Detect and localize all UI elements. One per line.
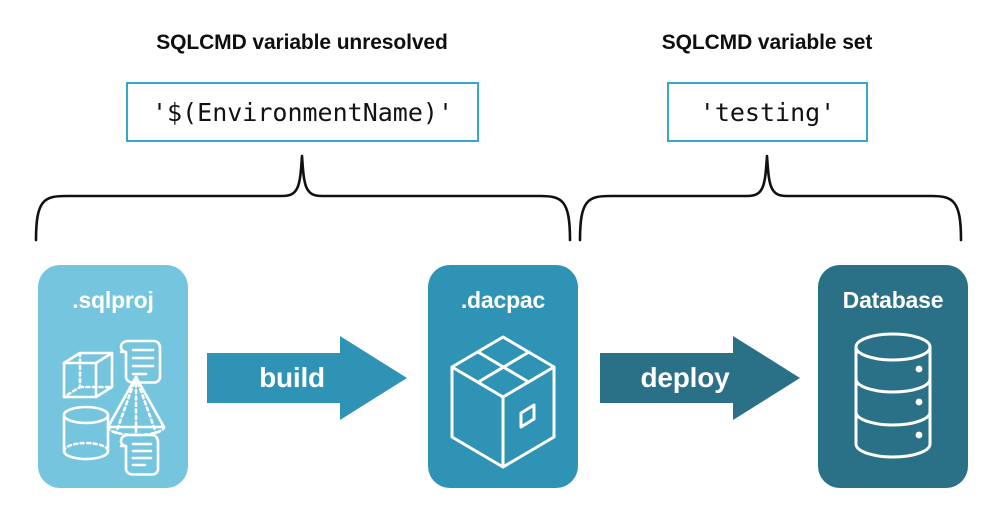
annotation-heading-left: SQLCMD variable unresolved xyxy=(156,31,448,54)
stage-sqlproj-label: .sqlproj xyxy=(72,287,154,313)
stage-dacpac[interactable]: .dacpac xyxy=(428,265,578,488)
database-cylinder-icon xyxy=(854,332,932,459)
sqlcmd-variable-value-right: 'testing' xyxy=(667,82,868,142)
stage-database[interactable]: Database xyxy=(818,265,968,488)
stage-sqlproj[interactable]: .sqlproj xyxy=(38,265,188,488)
stage-database-label: Database xyxy=(842,287,944,313)
scroll-icon xyxy=(119,433,160,476)
transition-deploy[interactable]: deploy xyxy=(600,336,800,420)
brace-right-icon xyxy=(578,154,963,242)
dacpac-artwork xyxy=(450,335,556,469)
package-box-icon xyxy=(450,335,556,469)
cylinder-icon xyxy=(62,405,110,461)
pyramid-icon xyxy=(106,375,166,437)
sqlcmd-variable-value-left: '$(EnvironmentName)' xyxy=(126,82,479,142)
transition-build[interactable]: build xyxy=(207,336,407,420)
annotation-heading-right: SQLCMD variable set xyxy=(661,31,873,54)
cube-icon xyxy=(62,351,114,399)
stage-dacpac-label: .dacpac xyxy=(460,287,546,313)
transition-deploy-label: deploy xyxy=(640,362,730,393)
scroll-icon xyxy=(119,339,162,384)
database-artwork xyxy=(854,332,932,459)
arrow-right-icon xyxy=(600,336,800,420)
brace-left-icon xyxy=(34,154,572,242)
arrow-right-icon xyxy=(207,336,407,420)
transition-build-label: build xyxy=(259,362,325,393)
sqlproj-artwork xyxy=(62,339,166,476)
